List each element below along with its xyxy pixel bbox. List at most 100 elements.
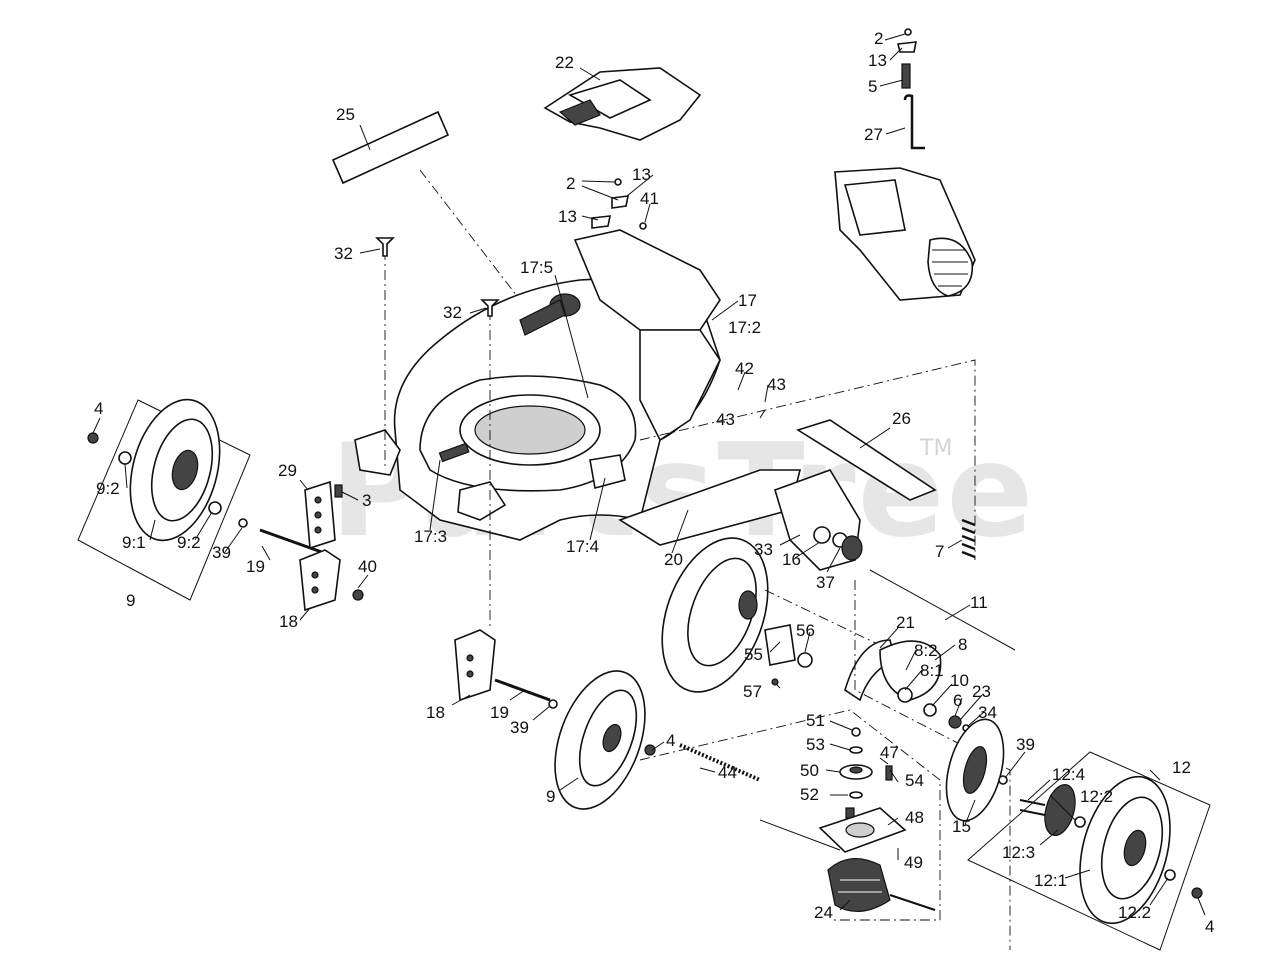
part-19-axle-left[interactable]	[259, 528, 331, 557]
label-2: 2	[874, 29, 883, 48]
front-wheel[interactable]	[538, 659, 662, 822]
part-17-mower-deck[interactable]	[354, 229, 721, 541]
grass-bag-corner[interactable]	[834, 167, 976, 301]
watermark-trademark: TM	[919, 436, 952, 461]
part-11-cable	[869, 569, 1016, 651]
label-54: 54	[905, 771, 924, 790]
label-9-1: 9:1	[122, 533, 146, 552]
label-19: 19	[246, 557, 265, 576]
label-9-2: 9:2	[177, 533, 201, 552]
part-7-spring[interactable]	[961, 518, 976, 559]
label-13: 13	[632, 165, 651, 184]
label-32: 32	[443, 303, 462, 322]
drive-shaft	[759, 819, 841, 851]
assembly-line	[639, 359, 976, 560]
label-12: 12	[1172, 758, 1191, 777]
label-29: 29	[278, 461, 297, 480]
label-48: 48	[905, 808, 924, 827]
label-5: 5	[868, 77, 877, 96]
label-24: 24	[814, 903, 833, 922]
assembly-line	[854, 580, 1011, 950]
part-4-nut-right[interactable]	[1191, 887, 1203, 899]
label-9: 9	[126, 591, 135, 610]
label-47: 47	[880, 743, 899, 762]
part-26-flap[interactable]	[796, 419, 937, 501]
label-32: 32	[334, 244, 353, 263]
label-17-3: 17:3	[414, 527, 447, 546]
label-40: 40	[358, 557, 377, 576]
assembly-line	[639, 709, 941, 921]
label-43: 43	[767, 375, 786, 394]
label-4: 4	[1205, 917, 1214, 936]
part-rear-bracket[interactable]	[774, 469, 863, 571]
part-18-height-adjuster-left[interactable]	[299, 549, 364, 612]
label-39: 39	[212, 543, 231, 562]
label-50: 50	[800, 761, 819, 780]
label-12-1: 12:1	[1034, 871, 1067, 890]
label-10: 10	[950, 671, 969, 690]
label-3: 3	[362, 491, 371, 510]
label-52: 52	[800, 785, 819, 804]
part-15-hub[interactable]	[936, 713, 1013, 827]
label-15: 15	[952, 817, 971, 836]
part-2-13-41-hardware[interactable]	[591, 178, 647, 230]
label-22: 22	[555, 53, 574, 72]
right-wheel-assembly[interactable]	[967, 751, 1211, 951]
label-33: 33	[754, 540, 773, 559]
label-26: 26	[892, 409, 911, 428]
label-12-3: 12:3	[1002, 843, 1035, 862]
label-4: 4	[94, 399, 103, 418]
label-41: 41	[640, 189, 659, 208]
label-42: 42	[735, 359, 754, 378]
part-18-height-adjuster-right[interactable]	[454, 629, 496, 702]
label-51: 51	[806, 711, 825, 730]
part-19-axle-right[interactable]	[494, 678, 551, 702]
label-44: 44	[718, 763, 737, 782]
label-39: 39	[1016, 735, 1035, 754]
label-12-4: 12:4	[1052, 765, 1085, 784]
label-43: 43	[716, 410, 735, 429]
label-17-4: 17:4	[566, 537, 599, 556]
part-25-decal[interactable]	[331, 110, 450, 185]
label-6: 6	[953, 691, 962, 710]
label-27: 27	[864, 125, 883, 144]
label-49: 49	[904, 853, 923, 872]
label-55: 55	[744, 645, 763, 664]
part-39-washer-left[interactable]	[238, 518, 248, 528]
part-8-shaft-assembly[interactable]	[879, 640, 970, 732]
label-23: 23	[972, 682, 991, 701]
part-29-bracket[interactable]	[304, 480, 343, 550]
part-32-bolt[interactable]	[375, 237, 500, 317]
label-53: 53	[806, 735, 825, 754]
left-wheel-assembly[interactable]	[77, 390, 251, 601]
label-21: 21	[896, 613, 915, 632]
label-8: 8	[958, 635, 967, 654]
label-18: 18	[279, 612, 298, 631]
label-4: 4	[666, 731, 675, 750]
label-17-2: 17:2	[728, 318, 761, 337]
leader-lines	[92, 33, 1206, 916]
part-44-spring[interactable]	[679, 743, 761, 782]
label-17-5: 17:5	[520, 258, 553, 277]
label-18: 18	[426, 703, 445, 722]
label-16: 16	[782, 550, 801, 569]
label-34: 34	[978, 703, 997, 722]
label-8-2: 8:2	[914, 641, 938, 660]
label-2: 2	[566, 174, 575, 193]
label-56: 56	[796, 621, 815, 640]
label-39: 39	[510, 718, 529, 737]
label-19: 19	[490, 703, 509, 722]
label-13: 13	[868, 51, 887, 70]
part-labels: 2 13 5 27 22 25 2 13 13 41 32 17:5 32 17…	[94, 29, 1214, 936]
part-22-cover[interactable]	[543, 67, 702, 141]
label-57: 57	[743, 682, 762, 701]
assembly-line	[419, 169, 521, 301]
rear-wheel-left[interactable]	[643, 523, 813, 706]
label-9: 9	[546, 787, 555, 806]
part-39-washer-right[interactable]	[548, 699, 558, 709]
label-9-2: 9:2	[96, 479, 120, 498]
part-24-gearbox[interactable]	[827, 858, 936, 912]
label-12-2: 12:2	[1118, 903, 1151, 922]
part-48-plate[interactable]	[818, 807, 907, 853]
part-27-rod-assembly[interactable]	[897, 28, 925, 150]
